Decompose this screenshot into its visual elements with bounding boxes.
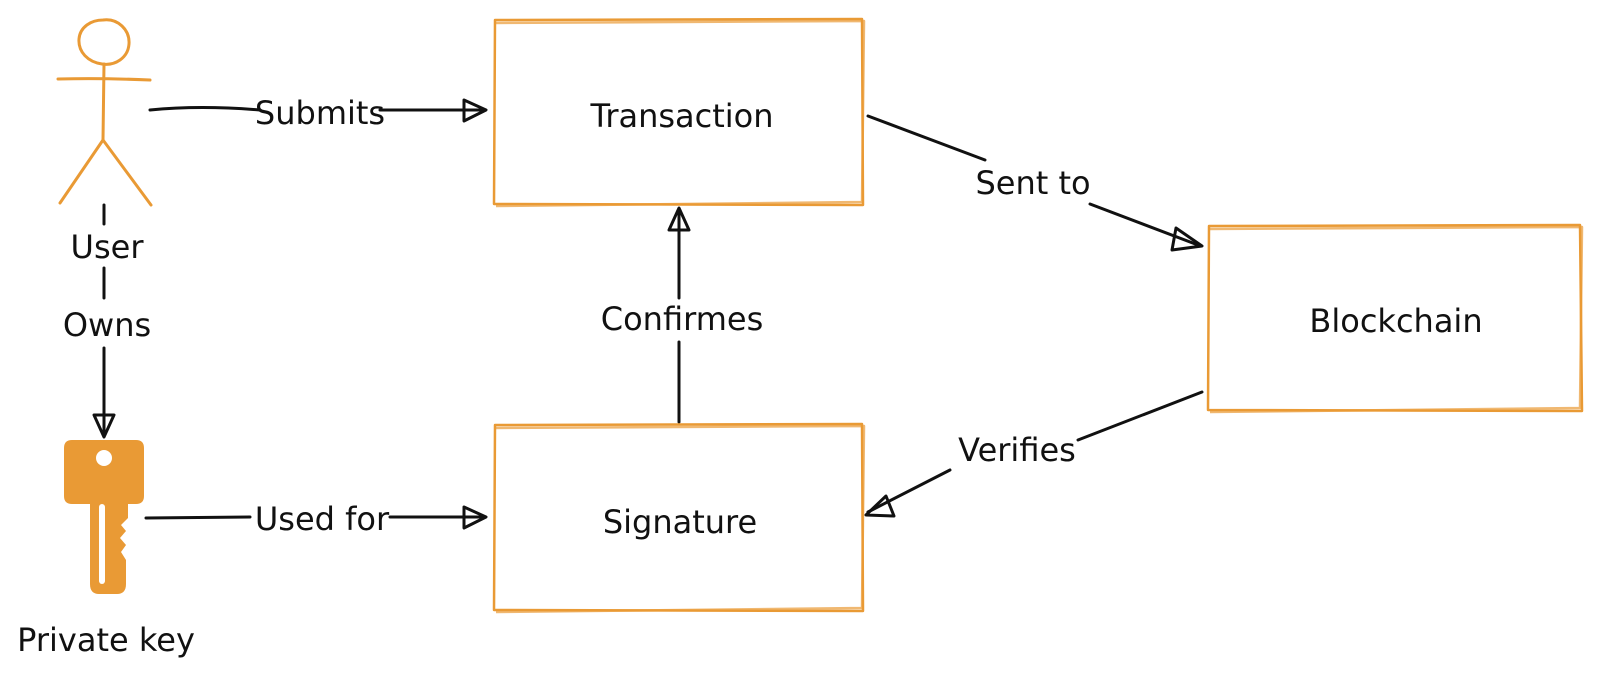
edge-label-submits: Submits [255, 94, 385, 132]
arrowhead-submits [462, 98, 488, 123]
edge-label-verifies: Verifies [958, 431, 1076, 469]
arrowhead-owns [92, 413, 116, 439]
edge-label-used-for: Used for [255, 500, 390, 538]
edge-confirmes: Confirmes [601, 206, 763, 424]
arrowhead-confirmes [667, 206, 691, 232]
arrowhead-verifies [864, 494, 896, 518]
edge-sent-to: Sent to [866, 114, 1204, 252]
edge-submits: Submits [148, 94, 488, 132]
key-icon [64, 440, 144, 594]
edge-used-for: Used for [144, 500, 488, 538]
node-user[interactable]: User [56, 18, 153, 266]
node-label-blockchain: Blockchain [1309, 302, 1482, 340]
node-transaction[interactable]: Transaction [492, 17, 866, 208]
arrowhead-sent-to [1170, 226, 1204, 252]
edge-verifies: Verifies [864, 390, 1204, 518]
edge-label-confirmes: Confirmes [601, 300, 763, 338]
node-blockchain[interactable]: Blockchain [1206, 223, 1584, 414]
node-private-key[interactable]: Private key [17, 440, 195, 659]
node-label-transaction: Transaction [589, 97, 773, 135]
node-label-private-key: Private key [17, 621, 195, 659]
node-signature[interactable]: Signature [492, 422, 866, 614]
arrowhead-used-for [462, 505, 488, 530]
node-label-signature: Signature [603, 503, 757, 541]
edge-owns: Owns [63, 203, 151, 439]
edge-label-sent-to: Sent to [975, 164, 1090, 202]
user-icon [56, 18, 153, 207]
node-label-user: User [71, 228, 145, 266]
edge-label-owns: Owns [63, 306, 151, 344]
